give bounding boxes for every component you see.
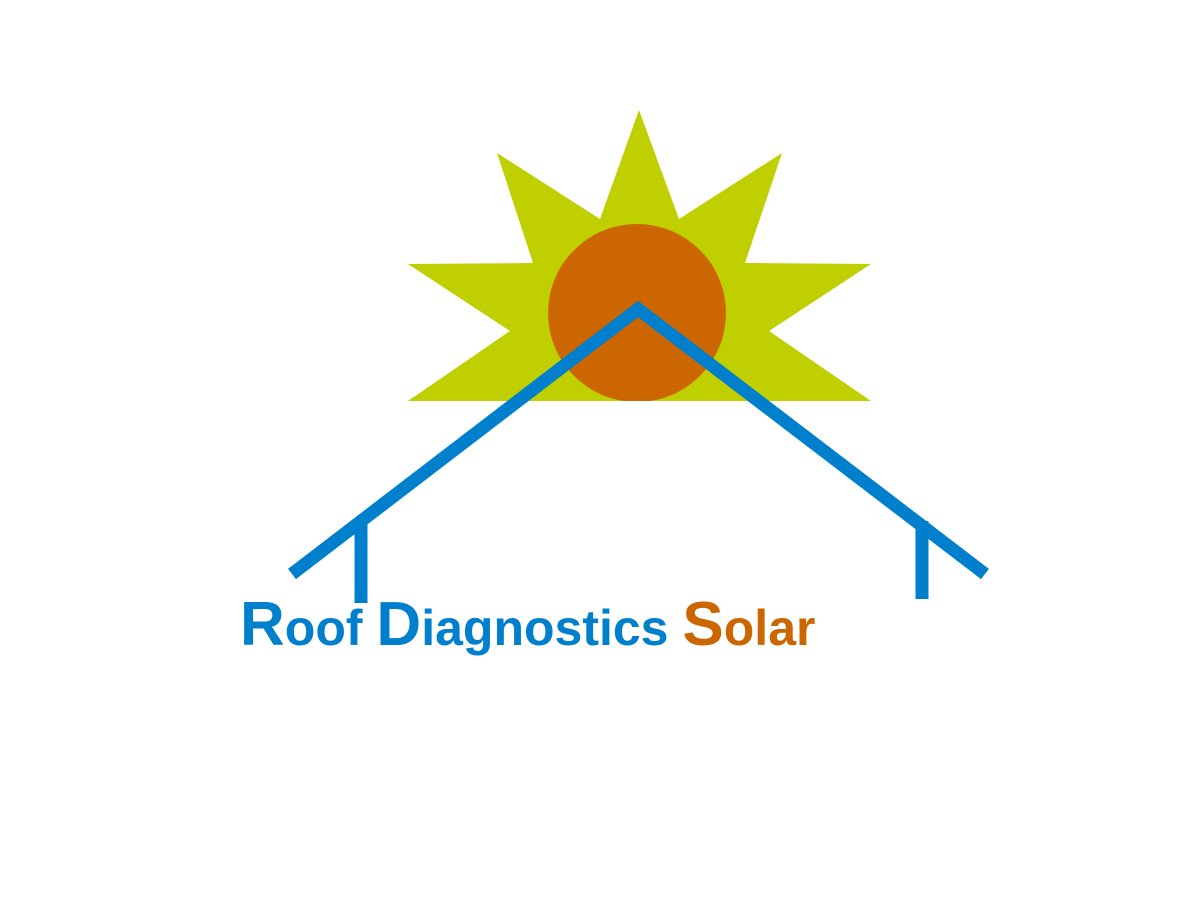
sun-icon [400,110,880,421]
sun-horizon-mask [400,401,880,421]
wordmark: Roof Diagnostics Solar [240,594,1040,656]
roof-line [288,300,989,580]
word-diagnostics: Diagnostics [376,590,669,659]
word-solar: Solar [682,590,816,659]
word-roof: Roof [240,590,363,659]
roof-icon [288,300,989,603]
